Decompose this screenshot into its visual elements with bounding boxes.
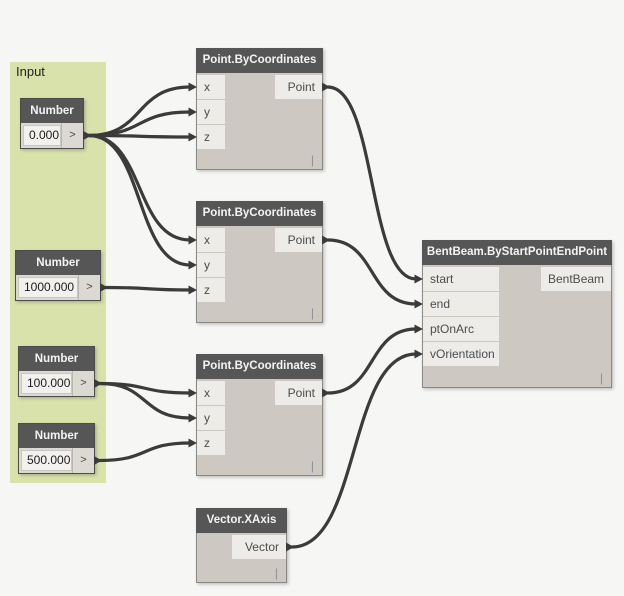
point-bycoordinates-node-3[interactable]: Point.ByCoordinates x y z Point | [196,354,323,476]
chevron-right-icon[interactable]: > [72,448,94,473]
wire[interactable] [326,238,418,306]
lacing-indicator: | [599,371,603,385]
chevron-right-icon[interactable]: > [61,123,83,148]
bentbeam-bystartpointendpoint-node[interactable]: BentBeam.ByStartPointEndPoint start end … [422,240,612,388]
input-port-y[interactable]: y [197,253,225,277]
wire[interactable] [98,441,192,463]
lacing-indicator: | [310,459,314,473]
output-port-vector[interactable]: Vector [232,535,286,559]
point-bycoordinates-node-2[interactable]: Point.ByCoordinates x y z Point | [196,201,323,323]
wire[interactable] [326,85,418,281]
node-title[interactable]: Point.ByCoordinates [196,354,323,379]
output-port-number3[interactable]: 100.000 > [19,371,94,396]
number-node-3[interactable]: Number 100.000 > [18,346,95,397]
number-value-input[interactable]: 500.000 [21,450,72,471]
vector-xaxis-node[interactable]: Vector.XAxis Vector | [196,508,287,583]
point-bycoordinates-node-1[interactable]: Point.ByCoordinates x y z Point | [196,48,323,170]
node-title[interactable]: Number [19,347,94,371]
node-title[interactable]: Vector.XAxis [196,508,287,533]
chevron-right-icon[interactable]: > [78,275,100,300]
input-port-z[interactable]: z [197,278,225,302]
output-port-number4[interactable]: 500.000 > [19,448,94,473]
lacing-indicator: | [310,306,314,320]
output-port-bentbeam[interactable]: BentBeam [541,267,611,291]
node-title[interactable]: Number [21,99,83,123]
wire[interactable] [87,133,192,139]
output-port-point[interactable]: Point [275,228,322,252]
group-title[interactable]: Input [16,64,45,79]
wire[interactable] [326,327,418,395]
node-title[interactable]: Point.ByCoordinates [196,201,323,226]
input-port-y[interactable]: y [197,100,225,124]
wire[interactable] [290,352,418,549]
input-port-vorientation[interactable]: vOrientation [423,342,499,366]
input-port-x[interactable]: x [197,228,225,252]
wire[interactable] [104,285,192,292]
node-title[interactable]: Number [16,251,100,275]
number-node-2[interactable]: Number 1000.000 > [15,250,101,301]
node-title[interactable]: Point.ByCoordinates [196,48,323,73]
input-port-start[interactable]: start [423,267,499,291]
number-node-1[interactable]: Number 0.000 > [20,98,84,149]
number-value-input[interactable]: 0.000 [23,125,61,146]
output-port-number2[interactable]: 1000.000 > [16,275,100,300]
input-port-ptonarc[interactable]: ptOnArc [423,317,499,341]
number-value-input[interactable]: 100.000 [21,373,72,394]
chevron-right-icon[interactable]: > [72,371,94,396]
output-port-number1[interactable]: 0.000 > [21,123,83,148]
output-port-point[interactable]: Point [275,381,322,405]
input-port-x[interactable]: x [197,75,225,99]
input-port-end[interactable]: end [423,292,499,316]
node-title[interactable]: BentBeam.ByStartPointEndPoint [422,240,612,265]
input-port-y[interactable]: y [197,406,225,430]
lacing-indicator: | [274,566,278,580]
number-value-input[interactable]: 1000.000 [18,277,78,298]
wire[interactable] [98,381,192,420]
node-title[interactable]: Number [19,424,94,448]
number-node-4[interactable]: Number 500.000 > [18,423,95,474]
input-port-x[interactable]: x [197,381,225,405]
input-port-z[interactable]: z [197,431,225,455]
output-port-point[interactable]: Point [275,75,322,99]
lacing-indicator: | [310,153,314,167]
input-port-z[interactable]: z [197,125,225,149]
wire[interactable] [87,133,192,267]
